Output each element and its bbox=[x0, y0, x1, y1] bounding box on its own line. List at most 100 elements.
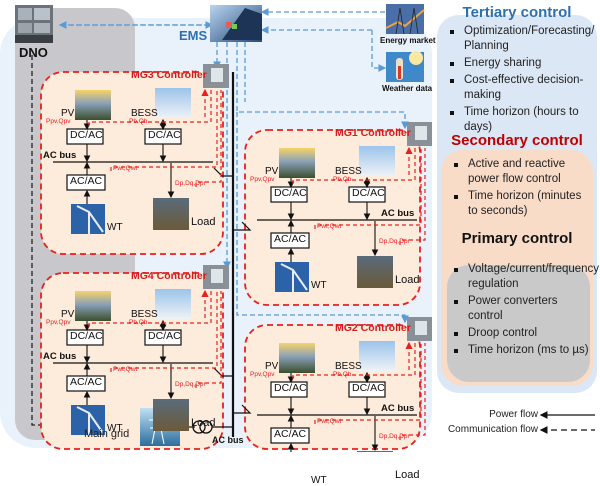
mg2-pv-label: PV bbox=[265, 361, 279, 372]
mg3-load-signal-label: Dp,Dq,Dpr bbox=[175, 180, 206, 187]
mg2-ac-bus-label: AC bus bbox=[381, 403, 415, 414]
mg4-controller-label: MG4 Controller bbox=[131, 270, 207, 282]
mg3-bus-switch bbox=[213, 167, 233, 177]
transformer-icon bbox=[192, 420, 206, 434]
mg1-wt-label: WT bbox=[311, 280, 327, 291]
mg1-pv-signal-label: Ppv,Qpv bbox=[250, 176, 275, 183]
main-grid-label: Main grid bbox=[84, 428, 130, 440]
mg2-pv-dcac-label: DC/AC bbox=[274, 382, 307, 394]
mg3-wt-signal-label: Pwt,Qwt bbox=[113, 165, 138, 172]
secondary-control-title: Secondary control bbox=[451, 132, 583, 149]
dno-label: DNO bbox=[19, 45, 48, 60]
dno-image bbox=[15, 5, 53, 43]
bess-image bbox=[359, 341, 395, 371]
pv-image bbox=[75, 291, 111, 321]
tertiary-item: Cost-effective decision-making bbox=[448, 73, 593, 103]
mg4-pv-label: PV bbox=[61, 309, 75, 320]
mg1-bess-signal-label: Pb,Qb bbox=[333, 176, 352, 183]
mg4-bess-dcac-label: DC/AC bbox=[148, 330, 181, 342]
legend-power-flow-label: Power flow bbox=[489, 409, 538, 420]
mg3-wt-label: WT bbox=[107, 222, 123, 233]
secondary-item: Active and reactive power flow control bbox=[452, 157, 590, 187]
primary-item: Power converters control bbox=[452, 294, 590, 324]
mg4-bess-signal-label: Pb,Qb bbox=[129, 319, 148, 326]
mg1-load-signal-label: Dp,Dq,Dpr bbox=[379, 238, 410, 245]
mg1-wt-signal-label: Pwt,Qwt bbox=[317, 223, 342, 230]
primary-item: Time horizon (ms to µs) bbox=[452, 343, 590, 358]
mg1-ac-bus-label: AC bus bbox=[381, 208, 415, 219]
tertiary-item: Energy sharing bbox=[448, 56, 593, 71]
legend-communication-flow-label: Communication flow bbox=[447, 424, 538, 435]
mg3-components bbox=[53, 64, 229, 234]
mg3-pv-signal-label: Ppv,Qpv bbox=[46, 118, 71, 125]
ems-mg1-link bbox=[236, 42, 409, 130]
mg4-components bbox=[53, 265, 229, 435]
mg2-components bbox=[257, 317, 432, 452]
mg4-load-signal-label: Dp,Dq,Dpr bbox=[175, 381, 206, 388]
main-ac-bus-label: AC bus bbox=[212, 435, 244, 445]
mg4-wt-signal-label: Pwt,Qwt bbox=[113, 366, 138, 373]
mg4-load-label: Load bbox=[191, 417, 216, 429]
mg1-bus-switch bbox=[233, 221, 252, 231]
microgrid-diagram bbox=[15, 4, 432, 452]
mg2-bess-label: BESS bbox=[335, 361, 362, 372]
secondary-control-list: Active and reactive power flow control T… bbox=[452, 157, 590, 221]
mg4-pv-dcac-label: DC/AC bbox=[70, 330, 103, 342]
mg1-components bbox=[257, 122, 432, 292]
ems-label: EMS bbox=[179, 28, 208, 43]
mg1-pv-dcac-label: DC/AC bbox=[274, 187, 307, 199]
energy-market-image bbox=[385, 4, 425, 35]
bess-image bbox=[155, 88, 191, 118]
mg2-wt-label: WT bbox=[311, 475, 327, 486]
mg3-bess-dcac-label: DC/AC bbox=[148, 129, 181, 141]
mg4-pv-signal-label: Ppv,Qpv bbox=[46, 319, 71, 326]
mg2-bus-switch bbox=[233, 404, 252, 414]
mg3-acac-label: AC/AC bbox=[70, 175, 103, 187]
load-image bbox=[153, 198, 189, 230]
pv-image bbox=[75, 90, 111, 120]
primary-item: Voltage/current/frequency regulation bbox=[452, 262, 599, 292]
mg4-acac-label: AC/AC bbox=[70, 376, 103, 388]
mg1-bess-label: BESS bbox=[335, 166, 362, 177]
mg1-controller-label: MG1 Controller bbox=[335, 127, 411, 139]
tertiary-item: Optimization/Forecasting/ Planning bbox=[448, 24, 594, 54]
mg4-bess-label: BESS bbox=[131, 309, 158, 320]
tertiary-item: Time horizon (hours to days) bbox=[448, 105, 593, 135]
primary-control-title: Primary control bbox=[461, 230, 573, 247]
mg4-ac-bus-label: AC bus bbox=[43, 351, 77, 362]
mg1-pv-label: PV bbox=[265, 166, 279, 177]
mg1-load-label: Load bbox=[395, 274, 420, 286]
load-image bbox=[357, 256, 393, 288]
secondary-item: Time horizon (minutes to seconds) bbox=[452, 189, 590, 219]
primary-control-list: Voltage/current/frequency regulation Pow… bbox=[452, 262, 599, 360]
mg2-load-label: Load bbox=[395, 469, 420, 481]
bess-image bbox=[359, 146, 395, 176]
pv-image bbox=[279, 343, 315, 373]
bess-image bbox=[155, 289, 191, 319]
mg2-acac-label: AC/AC bbox=[274, 428, 307, 440]
primary-item: Droop control bbox=[452, 326, 590, 341]
primary-control-panel bbox=[447, 265, 590, 382]
mg1-acac-label: AC/AC bbox=[274, 233, 307, 245]
mg2-bess-dcac-label: DC/AC bbox=[352, 382, 385, 394]
mg1-bess-dcac-label: DC/AC bbox=[352, 187, 385, 199]
mg2-controller-label: MG2 Controller bbox=[335, 322, 411, 334]
mg4-wt-label: WT bbox=[107, 423, 123, 434]
weather-data-image bbox=[386, 51, 424, 82]
pv-image bbox=[279, 148, 315, 178]
mg3-load-label: Load bbox=[191, 216, 216, 228]
legend-lines bbox=[539, 411, 595, 434]
load-image bbox=[153, 399, 189, 431]
mg3-pv-label: PV bbox=[61, 108, 75, 119]
mg3-ac-bus-label: AC bus bbox=[43, 150, 77, 161]
mg3-bess-label: BESS bbox=[131, 108, 158, 119]
weather-data-label: Weather data bbox=[382, 84, 433, 93]
mg4-bus-switch bbox=[213, 367, 233, 377]
tertiary-control-title: Tertiary control bbox=[462, 4, 572, 21]
mg2-pv-signal-label: Ppv,Qpv bbox=[250, 371, 275, 378]
tertiary-control-list: Optimization/Forecasting/ Planning Energ… bbox=[448, 24, 594, 137]
ems-image bbox=[210, 5, 262, 42]
mg3-controller-label: MG3 Controller bbox=[131, 69, 207, 81]
mg3-bess-signal-label: Pb,Qb bbox=[129, 118, 148, 125]
mg3-pv-dcac-label: DC/AC bbox=[70, 129, 103, 141]
